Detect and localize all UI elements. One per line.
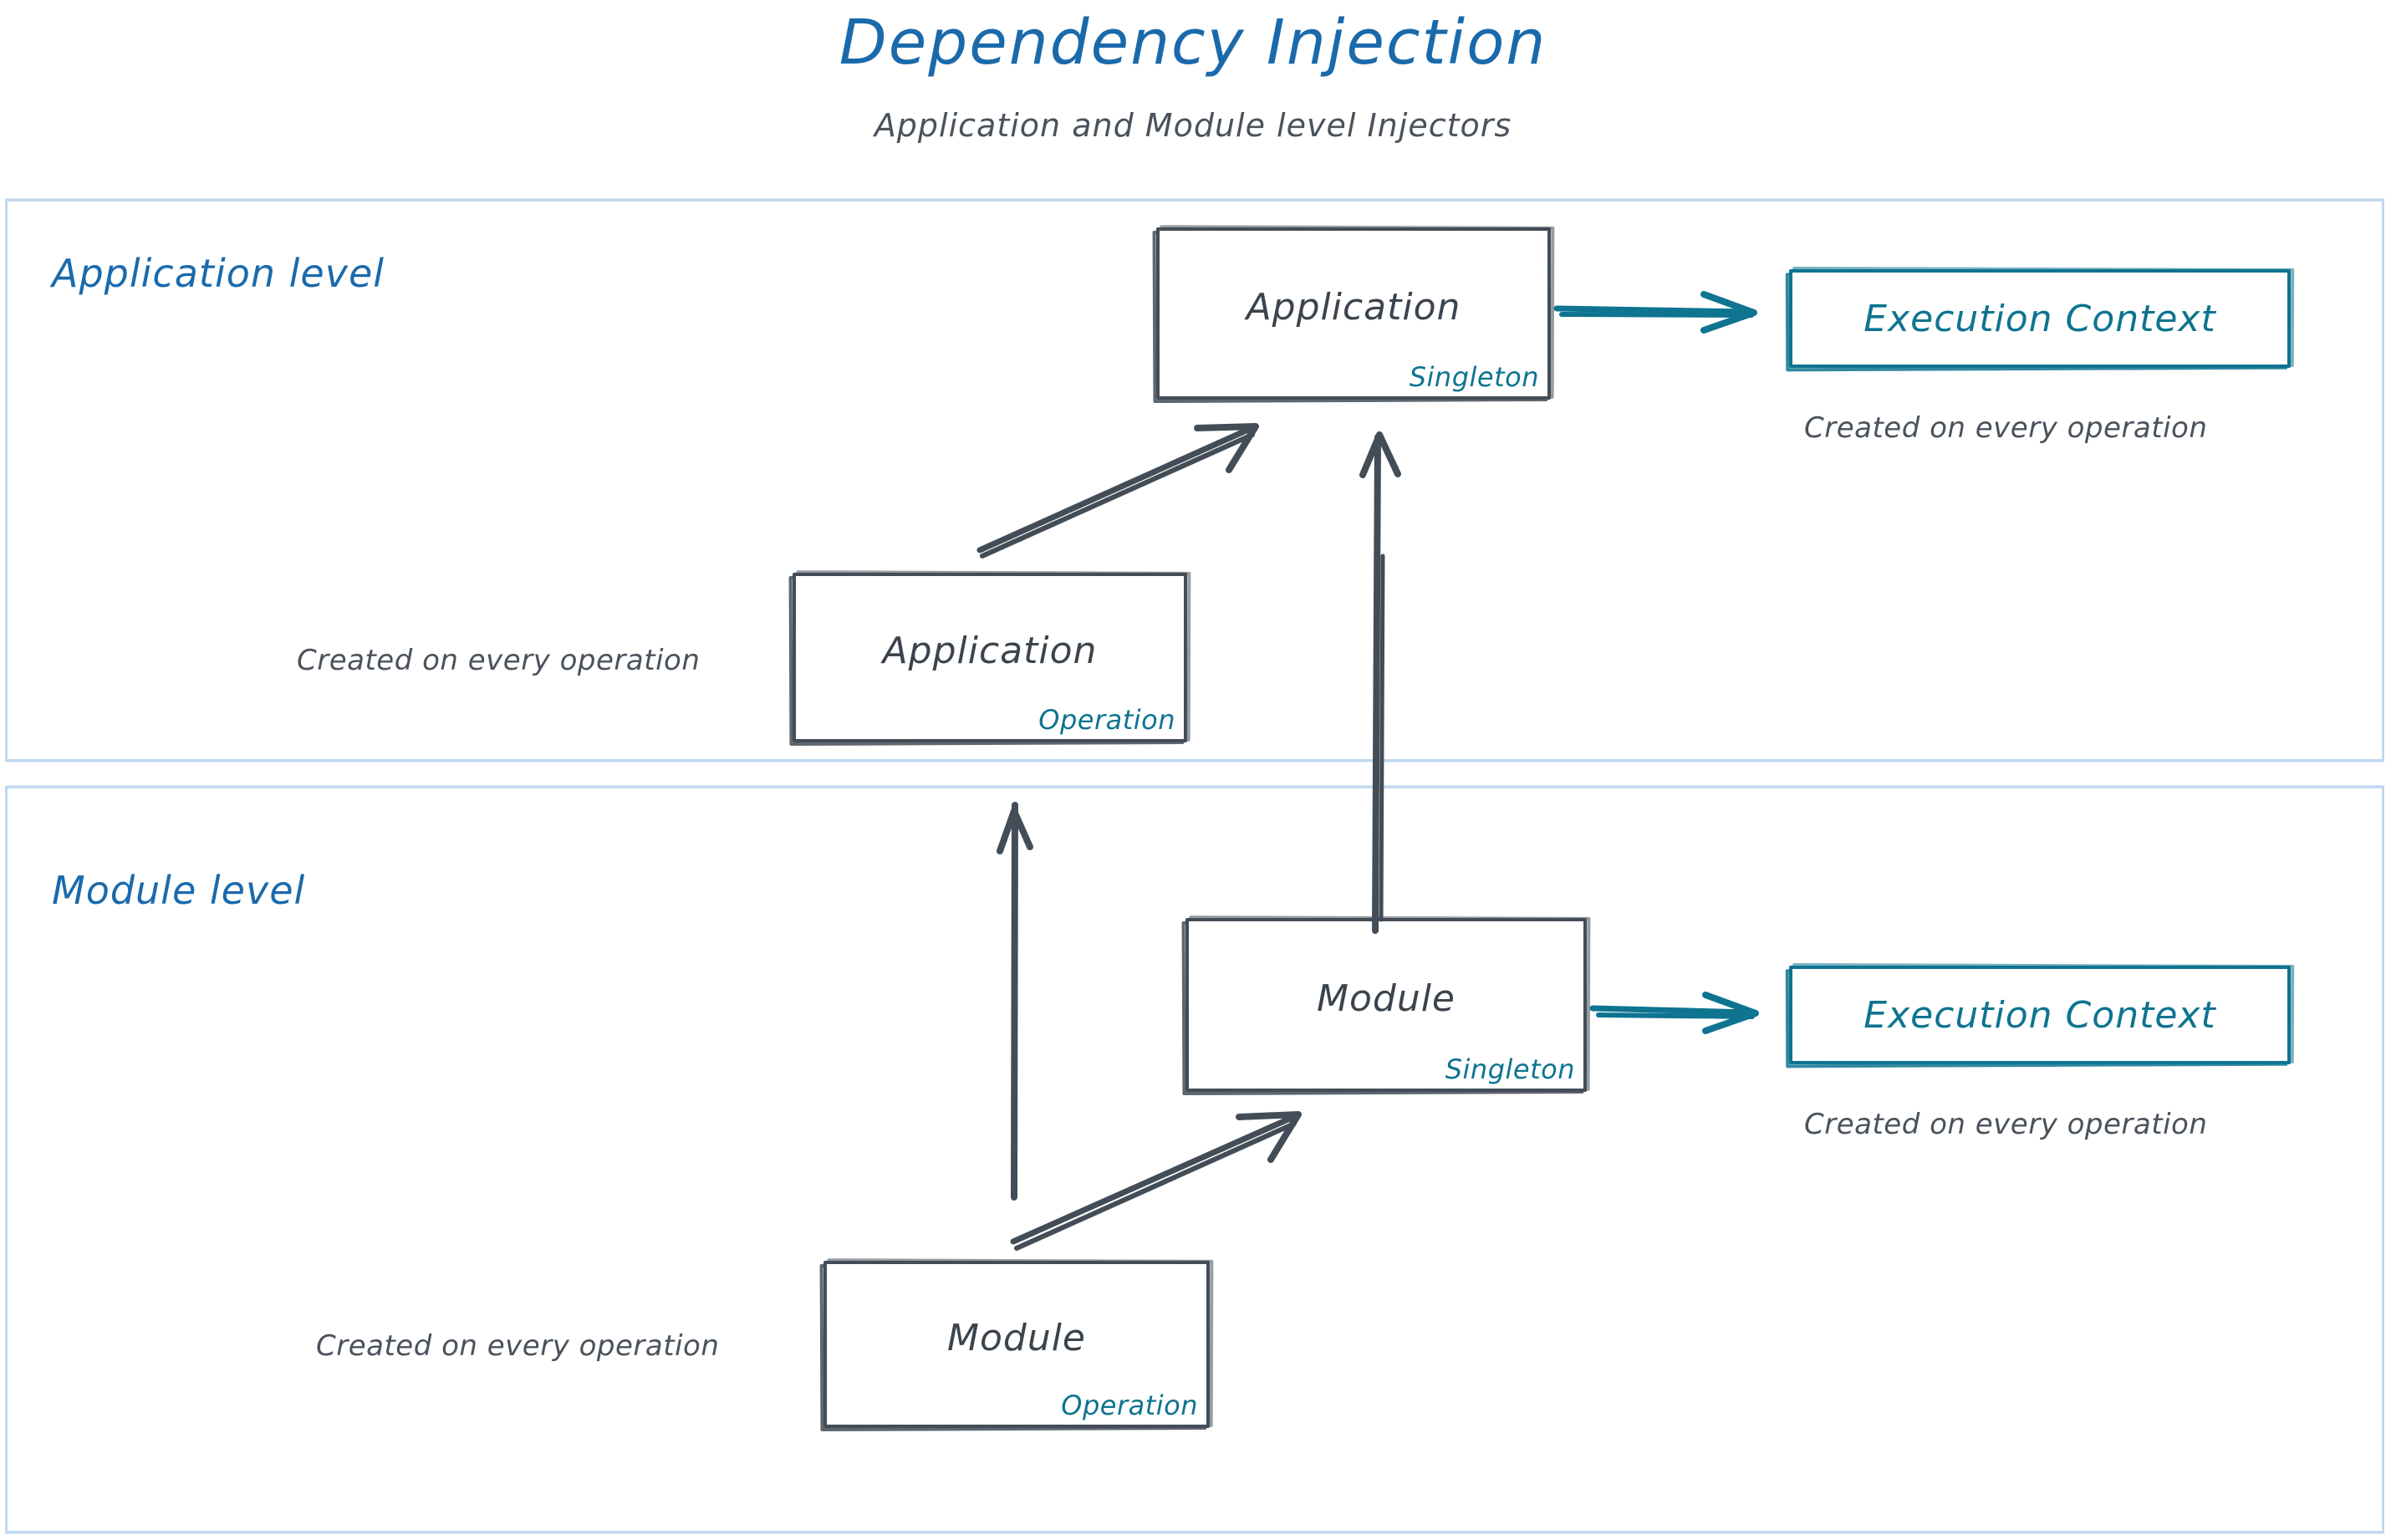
node-title: Module xyxy=(947,1316,1086,1359)
node-application-operation[interactable]: Application Operation xyxy=(788,570,1191,747)
module-level-container xyxy=(5,786,2384,1533)
node-scope-badge: Operation xyxy=(1061,1390,1198,1421)
node-title: Execution Context xyxy=(1863,993,2216,1037)
page-title: Dependency Injection xyxy=(839,7,1547,79)
application-operation-caption: Created on every operation xyxy=(297,644,701,677)
module-operation-caption: Created on every operation xyxy=(316,1329,720,1363)
sketch-outline xyxy=(1185,918,1587,1092)
application-level-label: Application level xyxy=(52,251,385,296)
application-execution-context-caption: Created on every operation xyxy=(1804,411,2208,445)
node-application-singleton[interactable]: Application Singleton xyxy=(1152,225,1555,404)
module-execution-context-caption: Created on every operation xyxy=(1804,1108,2208,1141)
node-module-singleton[interactable]: Module Singleton xyxy=(1181,915,1591,1096)
node-module-execution-context[interactable]: Execution Context xyxy=(1785,962,2295,1068)
node-title: Application xyxy=(1246,285,1461,329)
node-application-execution-context[interactable]: Execution Context xyxy=(1785,266,2295,372)
node-title: Application xyxy=(882,630,1098,672)
sketch-outline xyxy=(1789,966,2291,1064)
sketch-outline xyxy=(823,1261,1210,1428)
sketch-outline xyxy=(793,573,1187,742)
sketch-outline xyxy=(1789,269,2291,368)
application-level-container xyxy=(5,199,2384,762)
node-module-operation[interactable]: Module Operation xyxy=(819,1258,1214,1432)
node-scope-badge: Singleton xyxy=(1409,361,1539,393)
module-level-label: Module level xyxy=(52,868,306,913)
sketch-outline xyxy=(1156,227,1551,400)
page-subtitle: Application and Module level Injectors xyxy=(874,107,1512,144)
node-title: Execution Context xyxy=(1863,297,2216,340)
node-scope-badge: Singleton xyxy=(1445,1053,1575,1085)
node-scope-badge: Operation xyxy=(1038,704,1175,736)
node-title: Module xyxy=(1317,977,1456,1020)
